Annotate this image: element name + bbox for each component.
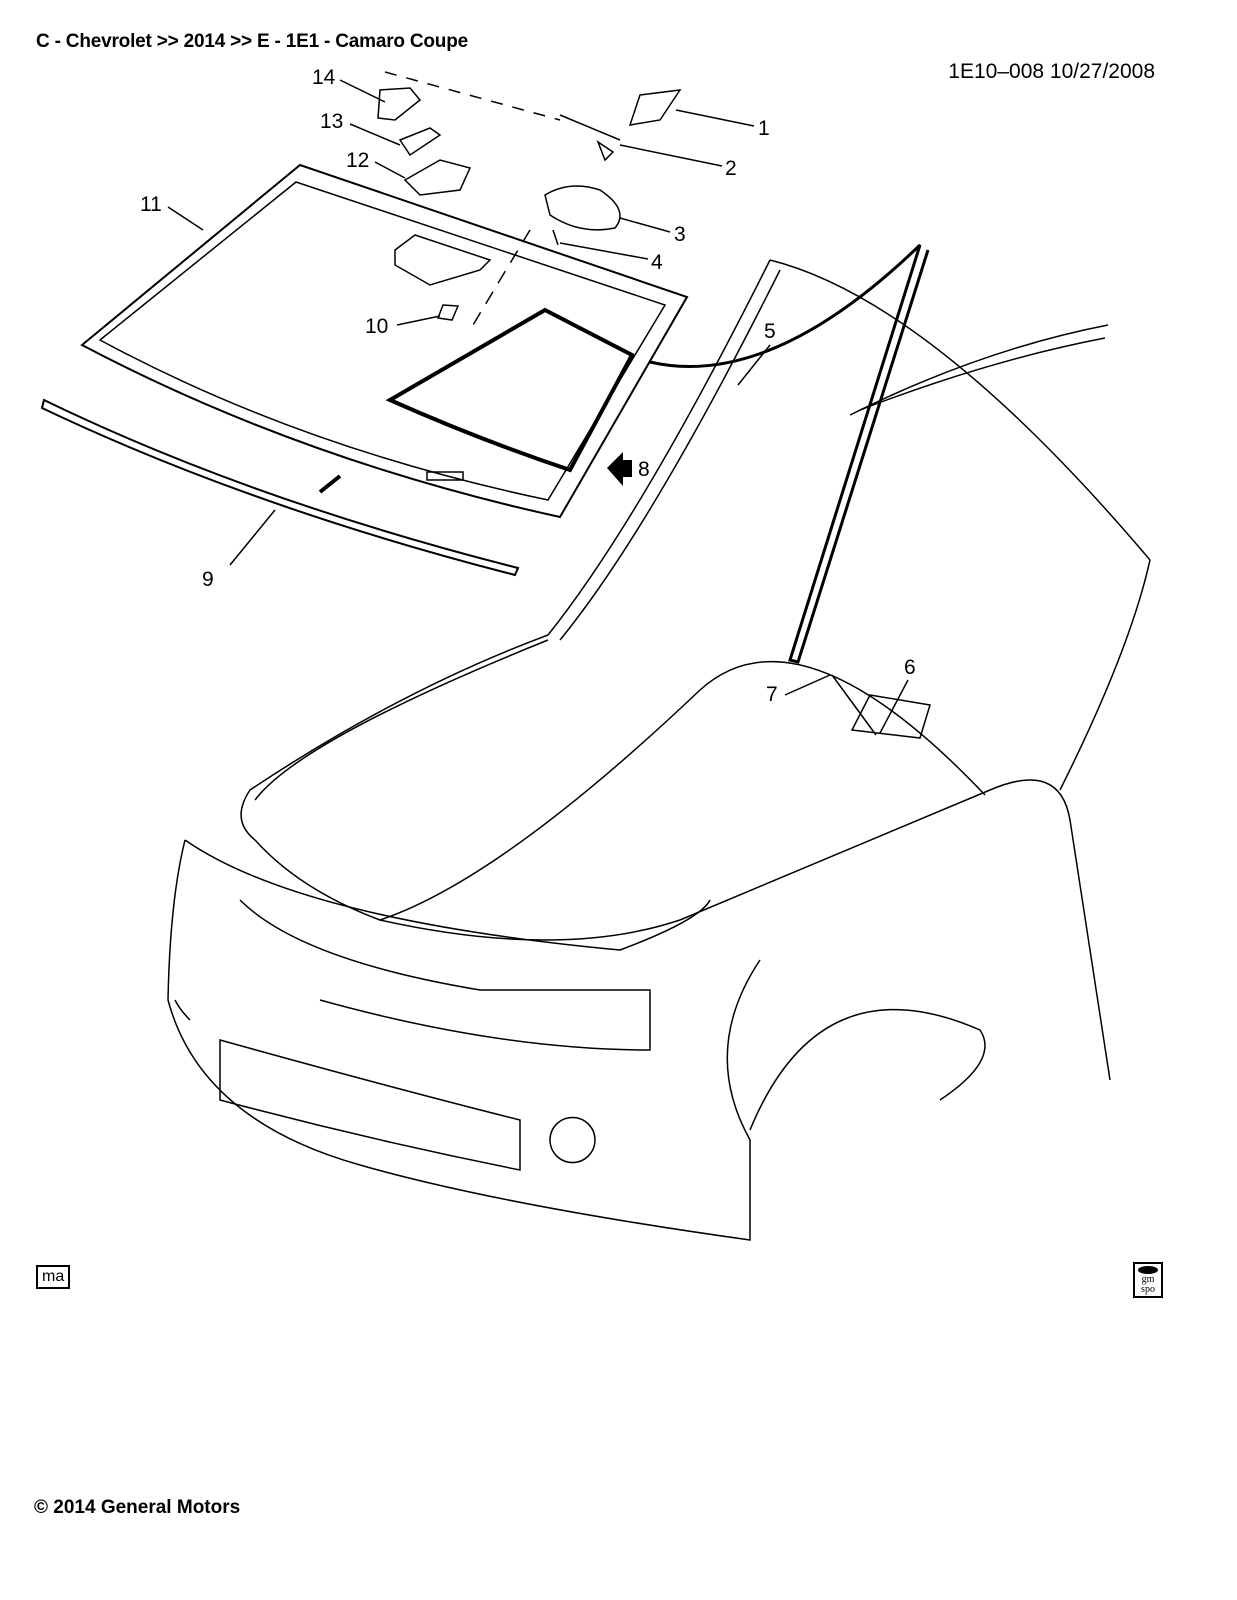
callout-6: 6 — [904, 656, 916, 679]
callout-13: 13 — [320, 110, 343, 133]
callout-10: 10 — [365, 315, 388, 338]
copyright: © 2014 General Motors — [34, 1497, 241, 1518]
oval-icon — [1138, 1266, 1158, 1274]
callout-1: 1 — [758, 117, 770, 140]
callout-3: 3 — [674, 223, 686, 246]
callout-14: 14 — [312, 66, 336, 89]
callout-9: 9 — [202, 568, 214, 591]
callout-numbers: 1 2 3 4 5 6 7 8 9 10 11 12 13 14 — [140, 66, 916, 706]
callout-5: 5 — [764, 320, 776, 343]
illustration-code: 1E10–008 10/27/2008 — [948, 60, 1155, 83]
windshield-glass — [80, 163, 689, 519]
callout-leaders — [167, 79, 909, 734]
callout-8: 8 — [638, 458, 650, 481]
view-arrow-icon — [607, 452, 632, 486]
spo-line1: gm — [1141, 1274, 1155, 1285]
gm-spo-badge-icon: gm spo — [1133, 1262, 1163, 1298]
moulding-lower — [40, 398, 520, 577]
callout-7: 7 — [766, 683, 778, 706]
moulding-upper — [649, 243, 930, 664]
callout-4: 4 — [651, 251, 663, 274]
callout-12: 12 — [346, 149, 369, 172]
ma-badge: ma — [36, 1265, 71, 1289]
breadcrumb: C - Chevrolet >> 2014 >> E - 1E1 - Camar… — [36, 31, 468, 52]
callout-11: 11 — [140, 193, 162, 216]
callout-2: 2 — [725, 157, 737, 180]
vehicle-body — [167, 259, 1151, 1241]
mirror-assembly — [377, 71, 682, 331]
spo-line2: spo — [1141, 1284, 1155, 1295]
